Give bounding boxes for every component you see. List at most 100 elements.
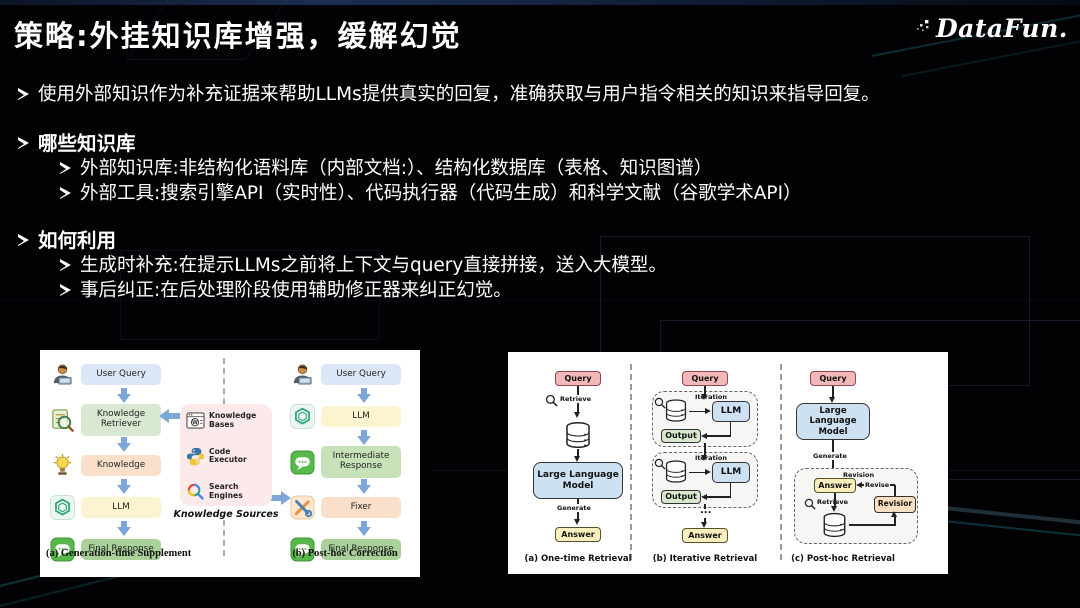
connector <box>729 422 732 436</box>
source-search-engines: Search Engines <box>186 482 269 501</box>
magnifier-icon <box>654 455 666 474</box>
figure-retrieval-strategies: Query Retrieve Large Language Model Gene… <box>508 352 948 574</box>
logo-dots-icon <box>915 14 935 44</box>
arrowhead-down-icon <box>831 506 837 512</box>
connector <box>704 386 706 395</box>
search-engines-icon <box>186 482 205 501</box>
ellipsis-label: ... <box>700 505 712 516</box>
dashed-divider <box>780 364 782 560</box>
flow-box-llm: LLM <box>81 497 161 518</box>
output-box: Output <box>661 429 701 443</box>
source-knowledge-bases: W Knowledge Bases <box>186 411 269 430</box>
bullet-text: 事后纠正:在后处理阶段使用辅助修正器来纠正幻觉。 <box>80 280 512 301</box>
iteration-label: Iteration <box>695 393 727 401</box>
connector <box>577 449 579 457</box>
arrowhead-down-icon <box>574 412 580 418</box>
bullet-intro: 使用外部知识作为补充证据来帮助LLMs提供真实的回复，准确获取与用户指令相关的知… <box>18 82 1038 107</box>
svg-text:W: W <box>192 420 198 426</box>
bullet-arrow-icon <box>60 187 71 200</box>
connector <box>894 516 896 526</box>
llm-box: Large Language Model <box>533 462 623 499</box>
connector <box>689 410 705 413</box>
bullet-text: 外部知识库:非结构化语料库（内部文档:）、结构化数据库（表格、知识图谱） <box>80 158 713 179</box>
connector <box>707 435 731 437</box>
bullet-arrow-icon <box>18 234 29 247</box>
flow-step-fixer: Fixer <box>290 495 401 520</box>
section-heading-knowledge-bases: 哪些知识库 <box>18 131 1038 156</box>
section-heading-text: 如何利用 <box>38 229 117 252</box>
database-icon <box>664 398 688 427</box>
flow-box-knowledge: Knowledge <box>81 455 161 476</box>
code-executor-icon <box>186 447 205 466</box>
flow-box-user-query: User Query <box>81 364 161 385</box>
output-box: Output <box>661 490 701 504</box>
arrow-down-icon <box>117 437 131 452</box>
flow-step-knowledge: Knowledge <box>50 453 161 478</box>
database-icon <box>664 459 688 488</box>
flow-box-user-query: User Query <box>321 364 401 385</box>
bullet-arrow-icon <box>18 88 29 101</box>
arrowhead-down-icon <box>701 394 707 400</box>
connector <box>729 483 732 497</box>
caption-generation-time: (a) Generation-time Supplement <box>46 548 192 559</box>
generate-label: Generate <box>556 504 592 512</box>
arrowhead-down-icon <box>574 456 580 462</box>
arrowhead-up-icon <box>891 511 897 517</box>
bullet-generation-supplement: 生成时补充:在提示LLMs之前将上下文与query直接拼接，送入大模型。 <box>18 253 1038 278</box>
flow-posthoc-correction: User Query LLM Intermediate Response <box>290 362 401 562</box>
flow-step-user-query: User Query <box>50 362 161 387</box>
flow-step-knowledge-retriever: Knowledge Retriever <box>50 404 161 436</box>
answer-box: Answer <box>555 527 601 542</box>
revise-label: Revise <box>864 480 891 489</box>
source-label: Code Executor <box>209 446 247 464</box>
answer-box: Answer <box>814 478 856 493</box>
arrowhead-left-icon <box>701 493 707 500</box>
flow-box-intermediate-response: Intermediate Response <box>321 446 401 478</box>
llm-box: LLM <box>712 401 750 422</box>
knowledge-sources-box: W Knowledge Bases Code Executor Search E… <box>180 404 272 506</box>
arrowhead-down-icon <box>701 455 707 461</box>
logo-text: DataFun. <box>936 14 1068 43</box>
lightbulb-icon <box>50 453 75 478</box>
connector <box>849 524 895 526</box>
connector <box>707 496 731 498</box>
flow-box-fixer: Fixer <box>321 497 401 518</box>
flow-box-final-response: Final Response <box>81 539 161 560</box>
source-code-executor: Code Executor <box>186 447 269 466</box>
query-box: Query <box>682 371 728 386</box>
arrowhead-left-icon <box>701 432 707 439</box>
arrowhead-down-icon <box>701 522 707 528</box>
chat-icon <box>50 537 75 562</box>
arrow-down-icon <box>117 479 131 494</box>
knowledge-sources-caption: Knowledge Sources <box>170 509 282 520</box>
arrow-down-icon <box>117 521 131 536</box>
knowledge-bases-icon: W <box>186 411 205 430</box>
bullet-list: 使用外部知识作为补充证据来帮助LLMs提供真实的回复，准确获取与用户指令相关的知… <box>18 82 1038 303</box>
user-laptop-icon <box>50 362 75 387</box>
source-label: Knowledge Bases <box>209 411 257 429</box>
bullet-text: 外部工具:搜索引擎API（实时性）、代码执行器（代码生成）和科学文献（谷歌学术A… <box>80 183 802 204</box>
connector <box>894 485 896 496</box>
chat-icon <box>290 449 315 475</box>
chat-icon <box>290 537 315 562</box>
arrow-down-icon <box>357 430 371 445</box>
flow-step-final-response: Final Response <box>290 537 401 562</box>
bullet-external-kb: 外部知识库:非结构化语料库（内部文档:）、结构化数据库（表格、知识图谱） <box>18 156 1038 181</box>
caption-one-time-retrieval: (a) One-time Retrieval <box>524 554 632 564</box>
arrow-down-icon <box>357 388 371 403</box>
arrow-left-to-retriever-icon <box>159 409 181 423</box>
openai-icon <box>290 404 315 429</box>
connector <box>689 471 705 474</box>
llm-box: LLM <box>712 462 750 483</box>
llm-box: Large Language Model <box>796 403 870 440</box>
connector <box>704 518 706 523</box>
arrowhead-right-icon <box>705 468 711 475</box>
database-icon <box>821 512 848 542</box>
retrieve-label: Retrieve <box>817 497 849 506</box>
arrowhead-down-icon <box>829 397 835 403</box>
flow-box-final-response: Final Response <box>321 539 401 560</box>
generate-label: Generate <box>812 452 848 460</box>
arrow-down-icon <box>117 388 131 403</box>
bullet-external-tools: 外部工具:搜索引擎API（实时性）、代码执行器（代码生成）和科学文献（谷歌学术A… <box>18 181 1038 206</box>
caption-iterative-retrieval: (b) Iterative Retrieval <box>652 554 758 564</box>
